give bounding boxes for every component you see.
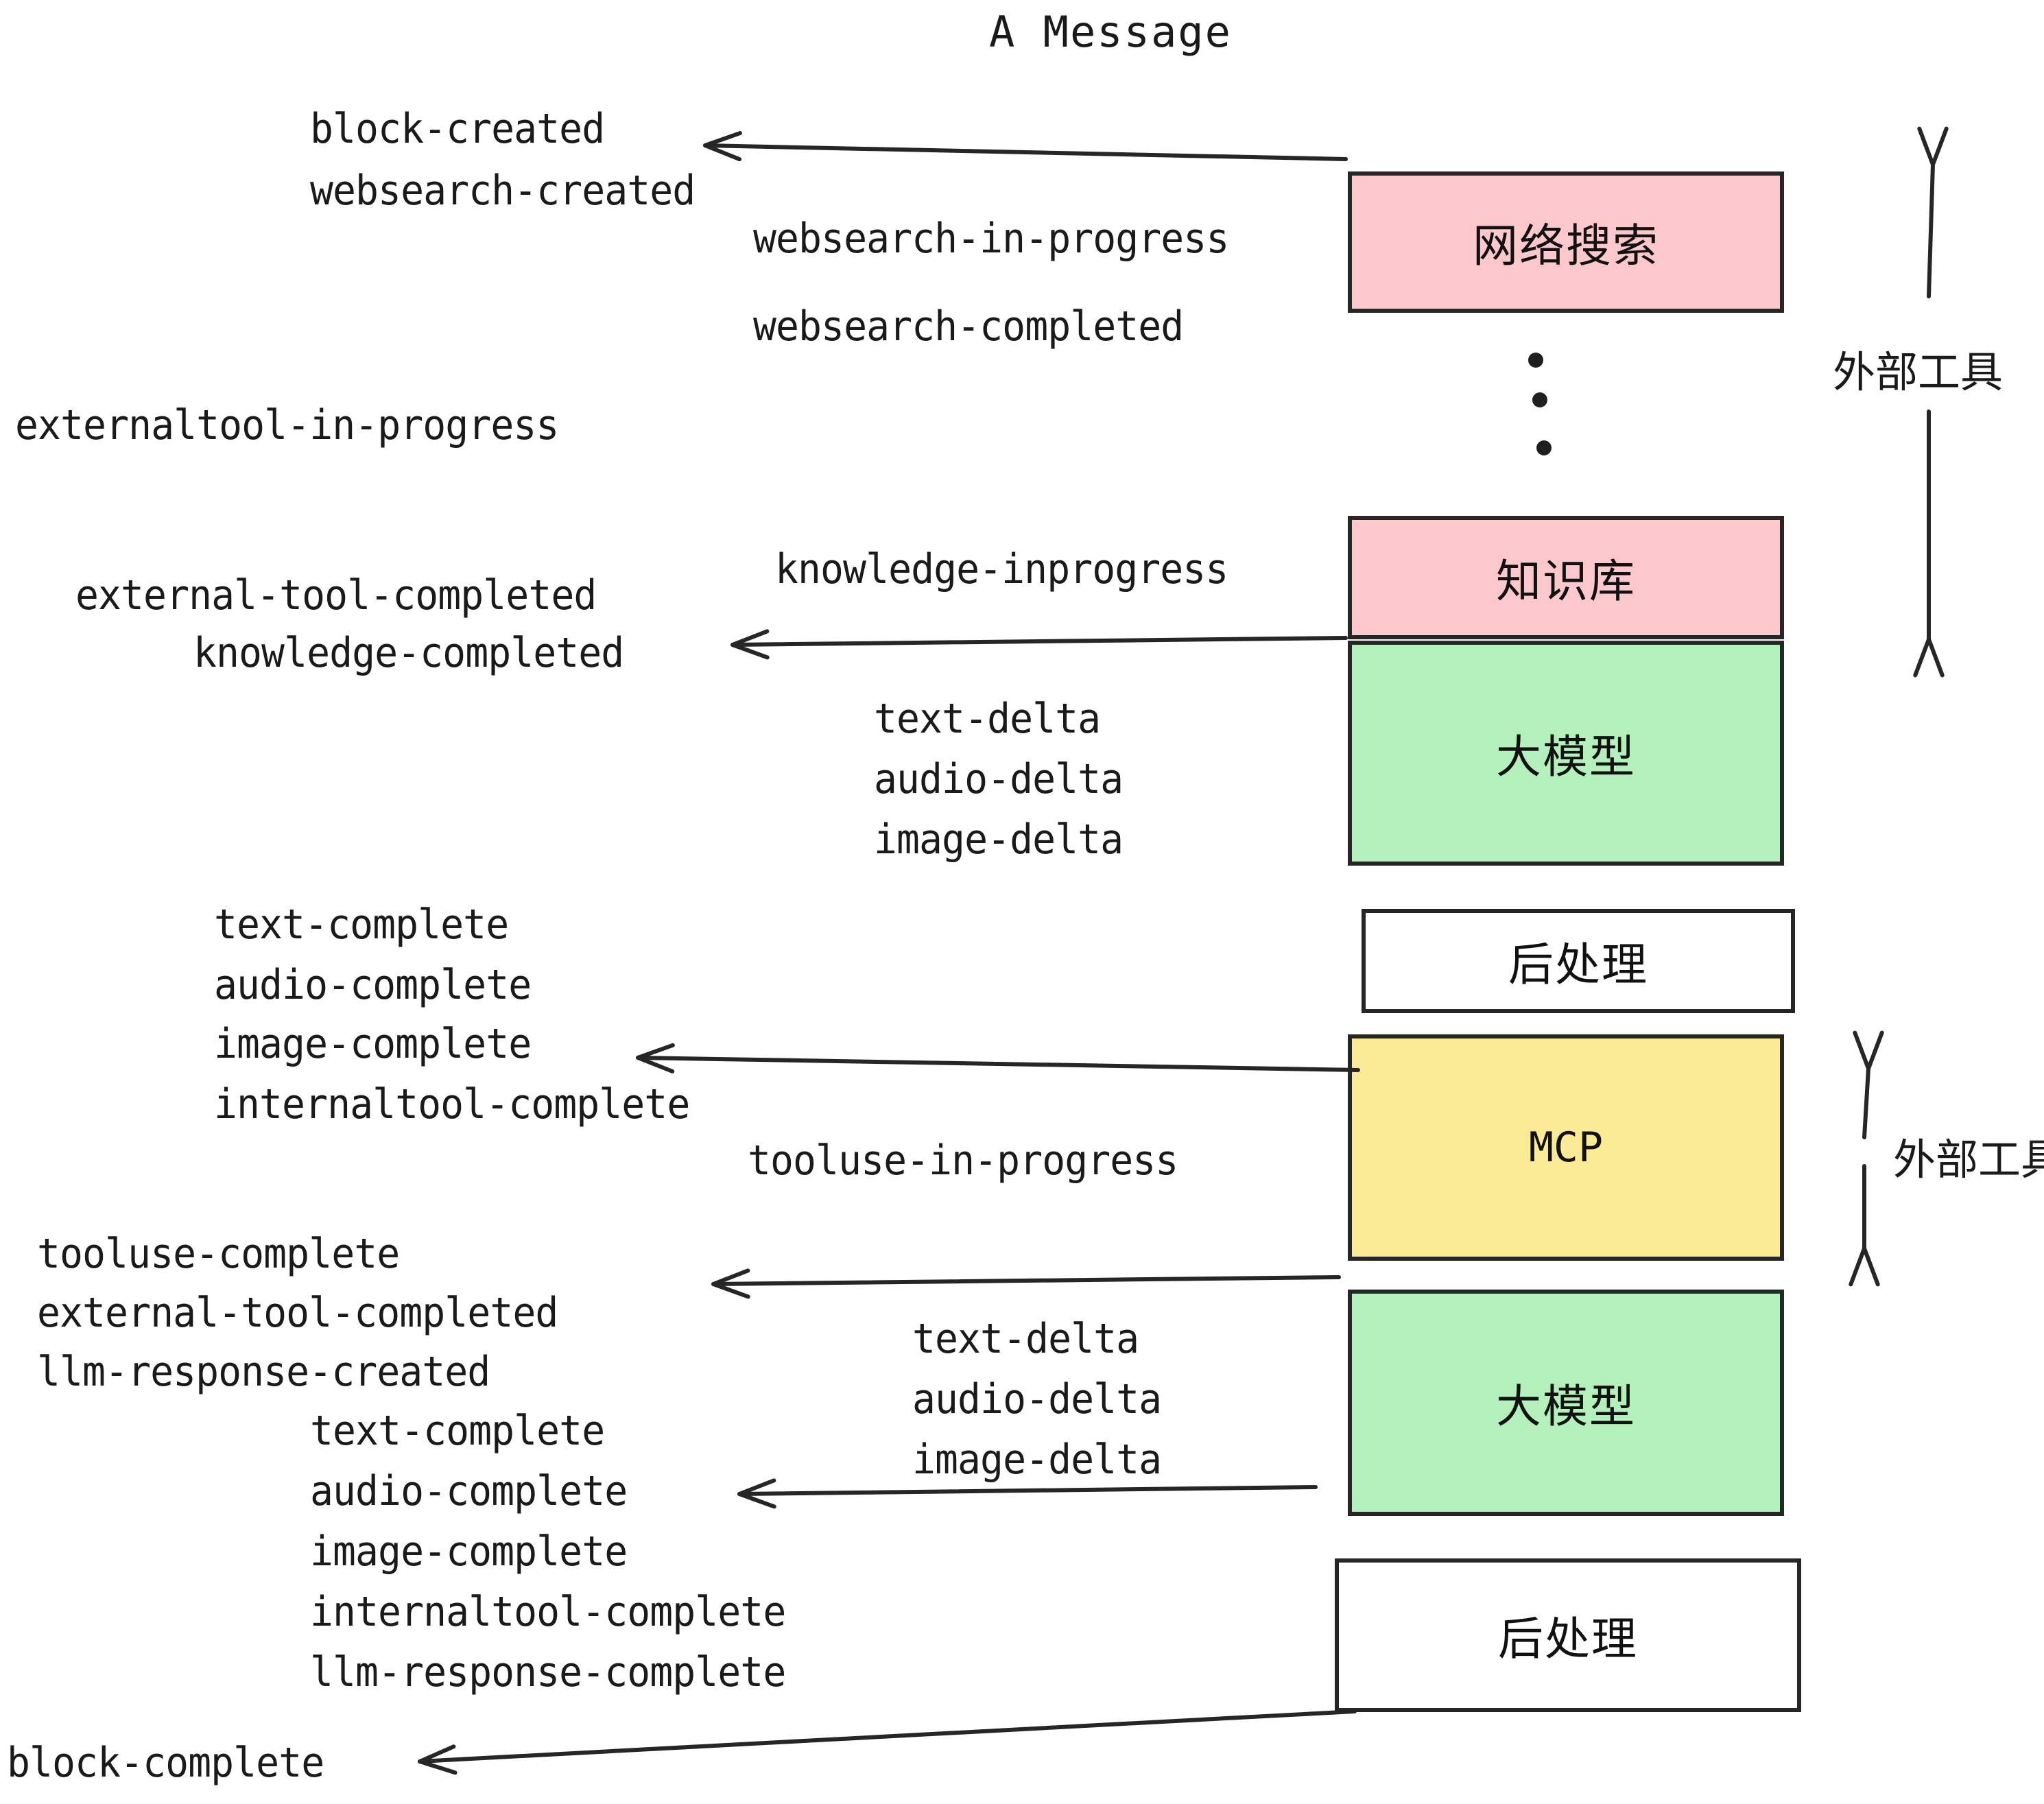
arrow-arrow-websearch-to-left xyxy=(703,131,1348,162)
arrow-shaft-up xyxy=(1927,163,1935,298)
page-title: A Message xyxy=(989,7,1232,57)
event-label-websearch-in-progress: websearch-in-progress xyxy=(753,215,1229,263)
event-label-block-complete: block-complete xyxy=(7,1739,324,1787)
arrow-head-down xyxy=(1849,1246,1880,1287)
box-postprocess-top: 后处理 xyxy=(1362,909,1795,1013)
arrow-head-down xyxy=(1913,637,1945,678)
arrow-head xyxy=(737,1478,776,1509)
event-label-audio-complete-2: audio-complete xyxy=(310,1467,628,1515)
box-mcp: MCP xyxy=(1348,1034,1784,1261)
event-label-audio-complete-1: audio-complete xyxy=(214,961,532,1009)
event-label-text-delta-1: text-delta xyxy=(874,695,1101,743)
box-knowledge-base: 知识库 xyxy=(1348,516,1784,639)
event-label-llm-response-complete: llm-response-complete xyxy=(310,1648,786,1696)
event-label-audio-delta-2: audio-delta xyxy=(912,1375,1162,1423)
arrow-arrow-mcp-to-left xyxy=(711,1268,1341,1299)
event-label-image-delta-2: image-delta xyxy=(912,1436,1162,1484)
event-label-image-complete-1: image-complete xyxy=(214,1020,532,1068)
arrow-shaft xyxy=(636,1056,1360,1072)
event-label-internaltool-complete-2: internaltool-complete xyxy=(310,1588,786,1636)
box-llm-bottom: 大模型 xyxy=(1348,1290,1784,1516)
ellipsis-dot xyxy=(1528,353,1543,368)
ellipsis-dot xyxy=(1536,440,1552,455)
box-llm-top: 大模型 xyxy=(1348,641,1784,866)
event-label-image-complete-2: image-complete xyxy=(310,1528,628,1576)
arrow-head xyxy=(636,1043,675,1073)
event-label-external-tool-completed-1: external-tool-completed xyxy=(75,571,597,619)
event-label-text-complete-1: text-complete xyxy=(214,901,509,949)
arrow-head-up xyxy=(1917,126,1949,167)
event-label-image-delta-1: image-delta xyxy=(874,816,1124,864)
arrow-shaft-up xyxy=(1862,1067,1870,1139)
arrow-shaft xyxy=(737,1485,1318,1496)
event-label-knowledge-inprogress: knowledge-inprogress xyxy=(775,545,1228,593)
event-label-text-complete-2: text-complete xyxy=(310,1407,605,1455)
event-label-external-tool-completed-2: external-tool-completed xyxy=(37,1289,558,1337)
arrow-shaft xyxy=(730,636,1348,647)
arrow-shaft xyxy=(711,1275,1341,1286)
external-tool-span-lower xyxy=(1849,1030,1884,1287)
event-label-websearch-completed: websearch-completed xyxy=(753,302,1184,351)
event-label-internaltool-complete-1: internaltool-complete xyxy=(214,1080,690,1128)
arrow-head-up xyxy=(1853,1030,1884,1071)
arrow-arrow-knowledge-to-left xyxy=(730,629,1348,660)
event-label-llm-response-created: llm-response-created xyxy=(37,1348,490,1396)
arrow-shaft xyxy=(703,143,1348,161)
side-label-external-tool-lower: 外部工具 xyxy=(1893,1135,2044,1185)
arrow-head xyxy=(711,1268,750,1299)
arrow-head xyxy=(418,1744,457,1775)
event-label-externaltool-in-progress: externaltool-in-progress xyxy=(15,401,559,449)
arrow-arrow-llm-to-left xyxy=(737,1478,1318,1509)
ellipsis-dot xyxy=(1532,392,1547,407)
arrow-shaft xyxy=(418,1709,1357,1764)
box-postprocess-bottom: 后处理 xyxy=(1335,1558,1801,1712)
event-label-block-created: block-created xyxy=(310,105,605,153)
arrow-arrow-postprocess-to-left xyxy=(636,1043,1360,1073)
event-label-text-delta-2: text-delta xyxy=(912,1315,1139,1363)
arrow-head xyxy=(730,629,770,660)
event-label-tooluse-in-progress: tooluse-in-progress xyxy=(748,1137,1178,1185)
event-label-tooluse-complete: tooluse-complete xyxy=(37,1230,400,1278)
arrow-head xyxy=(703,131,742,162)
event-label-websearch-created: websearch-created xyxy=(310,167,696,215)
box-web-search: 网络搜索 xyxy=(1348,171,1784,313)
side-label-external-tool-upper: 外部工具 xyxy=(1833,347,2004,397)
arrow-arrow-postprocess-bottom xyxy=(418,1709,1357,1775)
event-label-knowledge-completed: knowledge-completed xyxy=(193,629,624,677)
event-label-audio-delta-1: audio-delta xyxy=(874,755,1124,803)
external-tool-span-upper xyxy=(1913,126,1949,678)
